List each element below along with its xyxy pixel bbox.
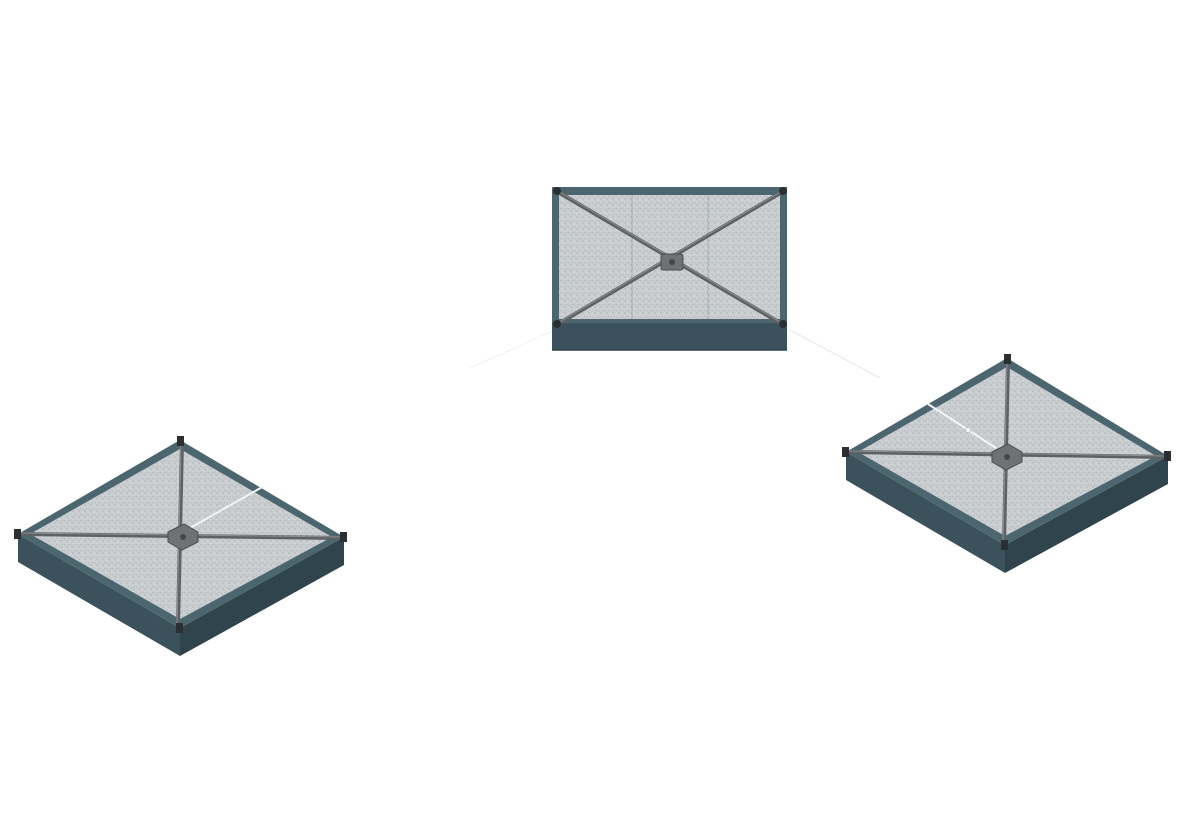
- panel-top-corner-post: [553, 187, 561, 195]
- panel-right-side-front-left: [846, 452, 1005, 573]
- panel-right-hub-bolt: [1004, 454, 1010, 460]
- panel-right-cable: [927, 403, 997, 449]
- panel-top-corner-post: [779, 320, 787, 328]
- panel-left-corner-post: [177, 436, 184, 446]
- panel-right-corner-post: [1164, 451, 1171, 461]
- panel-right-side-front-right: [1005, 456, 1168, 573]
- panel-left-side-front-left: [18, 534, 180, 656]
- panel-left-corner-post: [14, 529, 21, 539]
- panel-left-side-front-right: [180, 537, 344, 656]
- panel-top-corner-post: [779, 187, 787, 195]
- panel-right-corner-post: [842, 447, 849, 457]
- cable-top-to-right: [789, 329, 881, 379]
- panel-right-cable-clip: [965, 427, 971, 433]
- panel-right-corner-post: [1004, 354, 1011, 364]
- panel-top-corner-post: [553, 320, 561, 328]
- panel-top-hub-bolt: [669, 259, 675, 265]
- panel-left-cable: [189, 485, 265, 529]
- panel-top-front-side: [552, 322, 787, 350]
- panel-top: [552, 187, 787, 351]
- panel-right: [842, 354, 1171, 573]
- panel-left-corner-post: [340, 532, 347, 542]
- panel-left: [14, 436, 347, 656]
- cable-top-to-left: [469, 329, 556, 369]
- suspension-cables: [469, 329, 881, 379]
- panel-left-hub-bolt: [180, 534, 186, 540]
- panel-left-corner-post: [176, 623, 183, 633]
- panel-right-corner-post: [1001, 540, 1008, 550]
